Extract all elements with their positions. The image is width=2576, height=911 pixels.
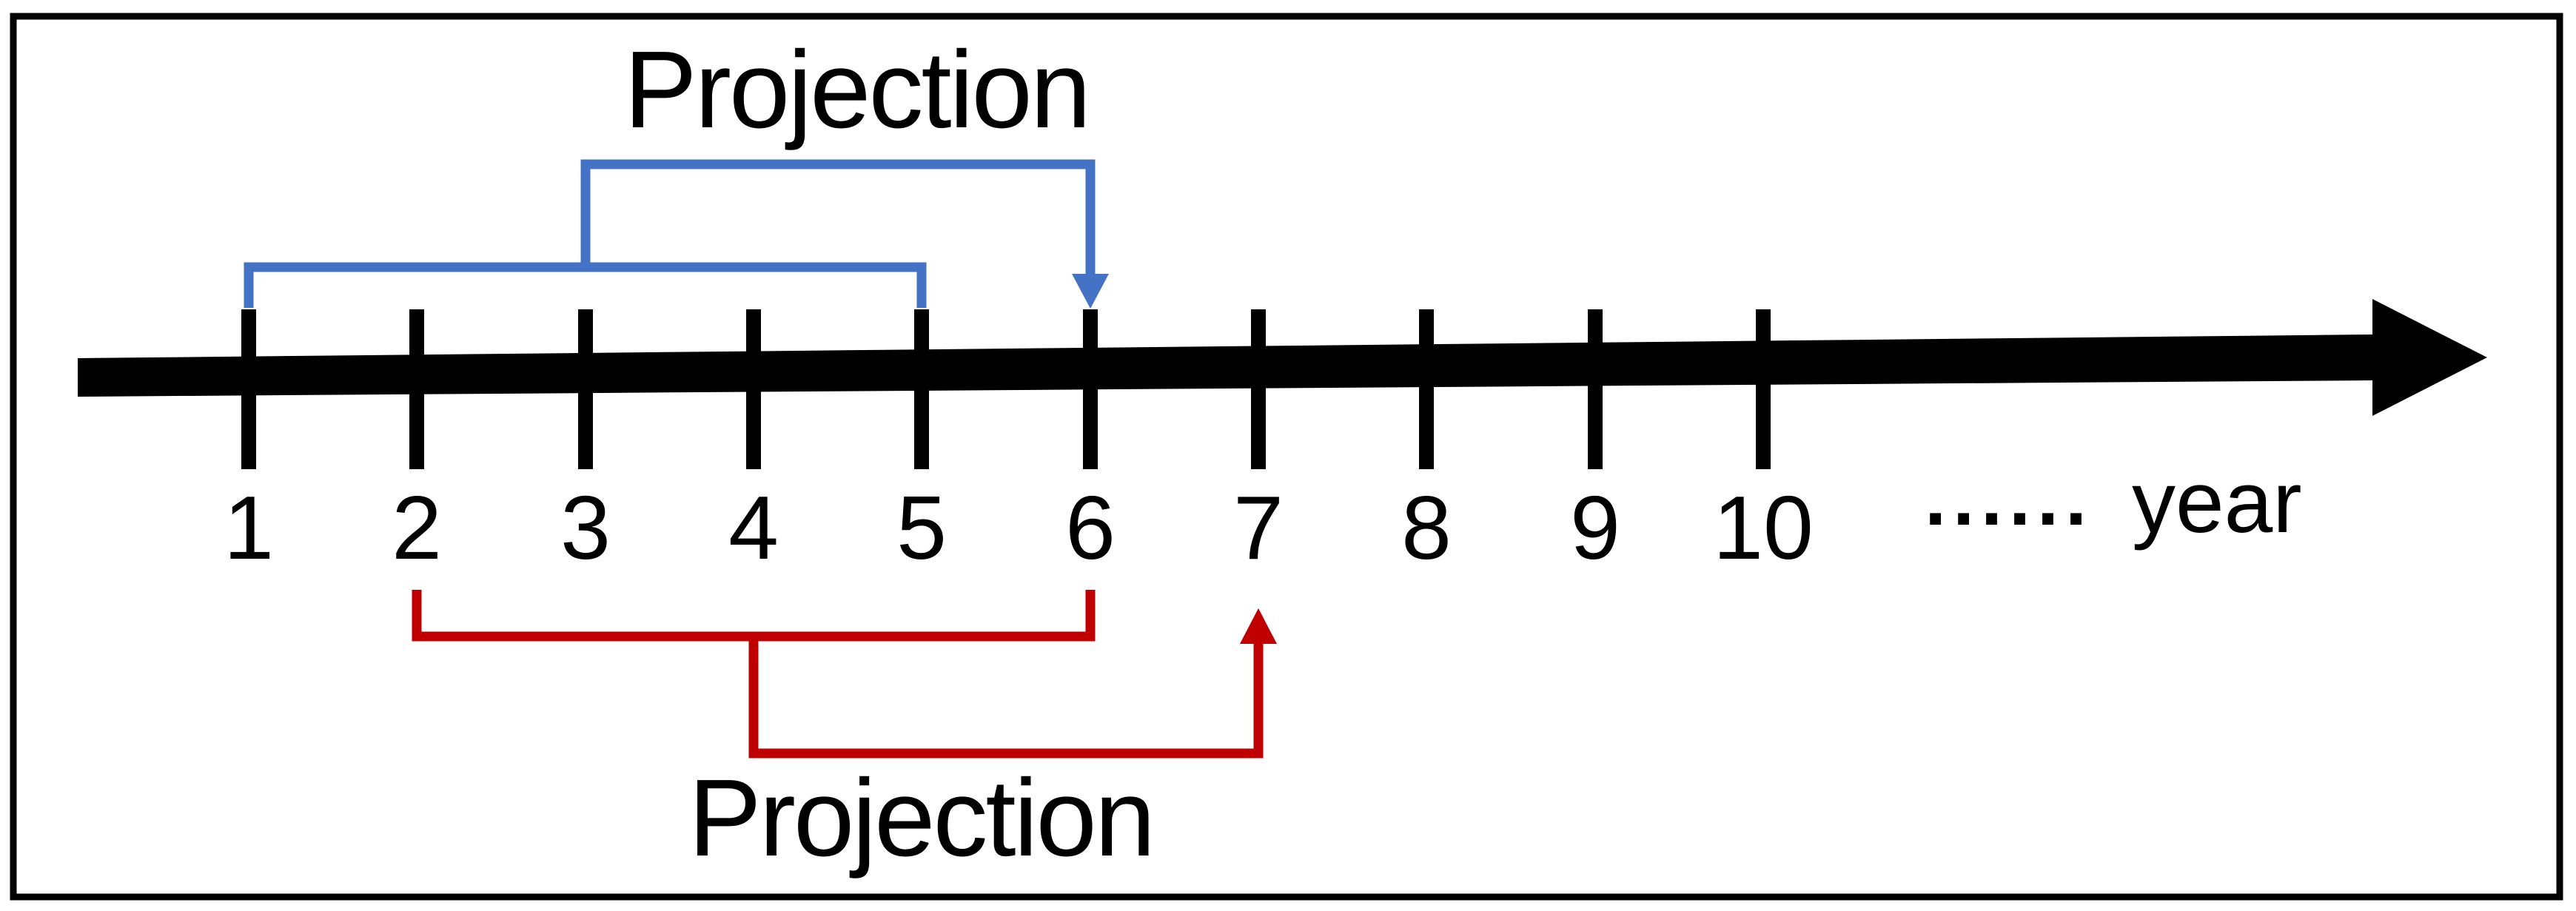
tick-label-6: 6 <box>1065 477 1116 578</box>
tick-marks <box>241 309 1771 469</box>
tick-mark-6 <box>1083 309 1098 469</box>
tick-mark-10 <box>1756 309 1771 469</box>
tick-label-2: 2 <box>392 477 442 578</box>
blue-source-bracket <box>244 262 927 308</box>
tick-mark-9 <box>1588 309 1603 469</box>
tick-mark-1 <box>241 309 256 469</box>
bottom-projection-label: Projection <box>688 757 1155 879</box>
blue-connector-line <box>580 159 1096 275</box>
tick-label-4: 4 <box>728 477 779 578</box>
top-projection-label: Projection <box>623 29 1091 151</box>
tick-mark-8 <box>1419 309 1434 469</box>
red-arrowhead-up-icon <box>1240 608 1277 644</box>
tick-label-5: 5 <box>896 477 947 578</box>
year-axis-label: year <box>2132 454 2302 551</box>
tick-mark-2 <box>409 309 424 469</box>
tick-label-7: 7 <box>1233 477 1284 578</box>
tick-label-9: 9 <box>1570 477 1620 578</box>
timeline-arrow <box>78 299 2487 416</box>
tick-label-3: 3 <box>560 477 611 578</box>
tick-label-10: 10 <box>1713 477 1814 578</box>
tick-label-8: 8 <box>1401 477 1452 578</box>
tick-mark-7 <box>1251 309 1266 469</box>
red-source-bracket <box>412 590 1096 642</box>
ellipsis-dots: ······ <box>1925 475 2093 562</box>
tick-mark-3 <box>578 309 593 469</box>
red-connector-line <box>748 636 1264 759</box>
figure-border <box>10 13 2563 901</box>
tick-mark-5 <box>914 309 929 469</box>
tick-mark-4 <box>746 309 761 469</box>
tick-label-1: 1 <box>224 477 274 578</box>
blue-arrowhead-down-icon <box>1072 274 1109 309</box>
